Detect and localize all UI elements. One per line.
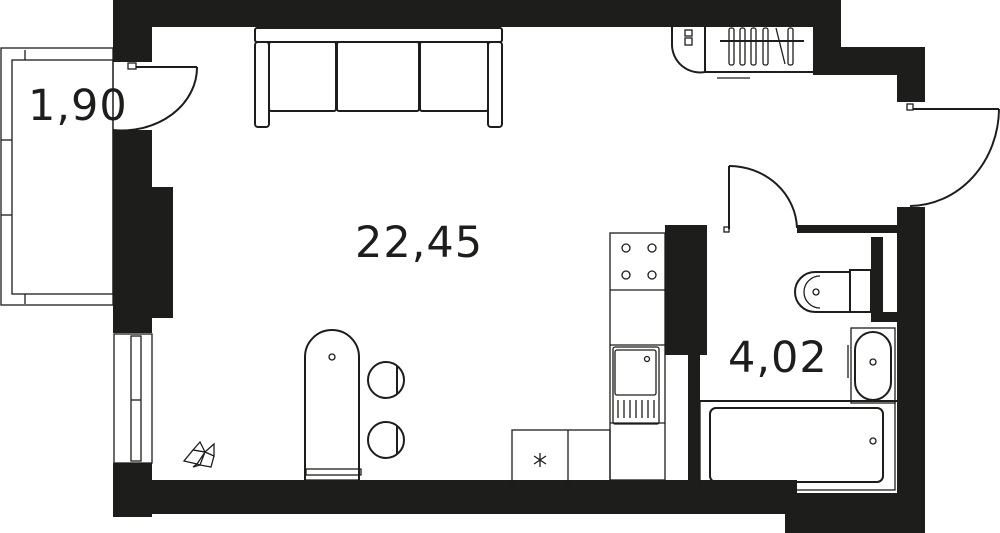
plant-icon: [182, 440, 215, 468]
washbasin: [847, 327, 896, 404]
kitchen-counter: [511, 232, 666, 491]
wardrobe: [671, 27, 813, 79]
toilet: [794, 269, 872, 313]
chair: [367, 421, 405, 459]
bathroom-area-label: 4,02: [728, 333, 828, 383]
chair: [367, 361, 405, 399]
stove: [621, 243, 657, 280]
dining-table: [304, 329, 362, 481]
kitchen-sink: [612, 346, 660, 425]
balcony-door[interactable]: [112, 62, 199, 132]
bathtub: [699, 400, 897, 491]
balcony-window-frame: [0, 47, 114, 306]
walls: [113, 0, 925, 533]
balcony-area-label: 1,90: [28, 81, 128, 131]
fridge-snowflake-icon: [533, 453, 547, 467]
bathroom-door[interactable]: [723, 165, 798, 233]
left-window: [113, 333, 153, 464]
living-area-label: 22,45: [355, 218, 484, 268]
sofa: [254, 27, 503, 128]
entrance-door[interactable]: [906, 103, 1000, 207]
